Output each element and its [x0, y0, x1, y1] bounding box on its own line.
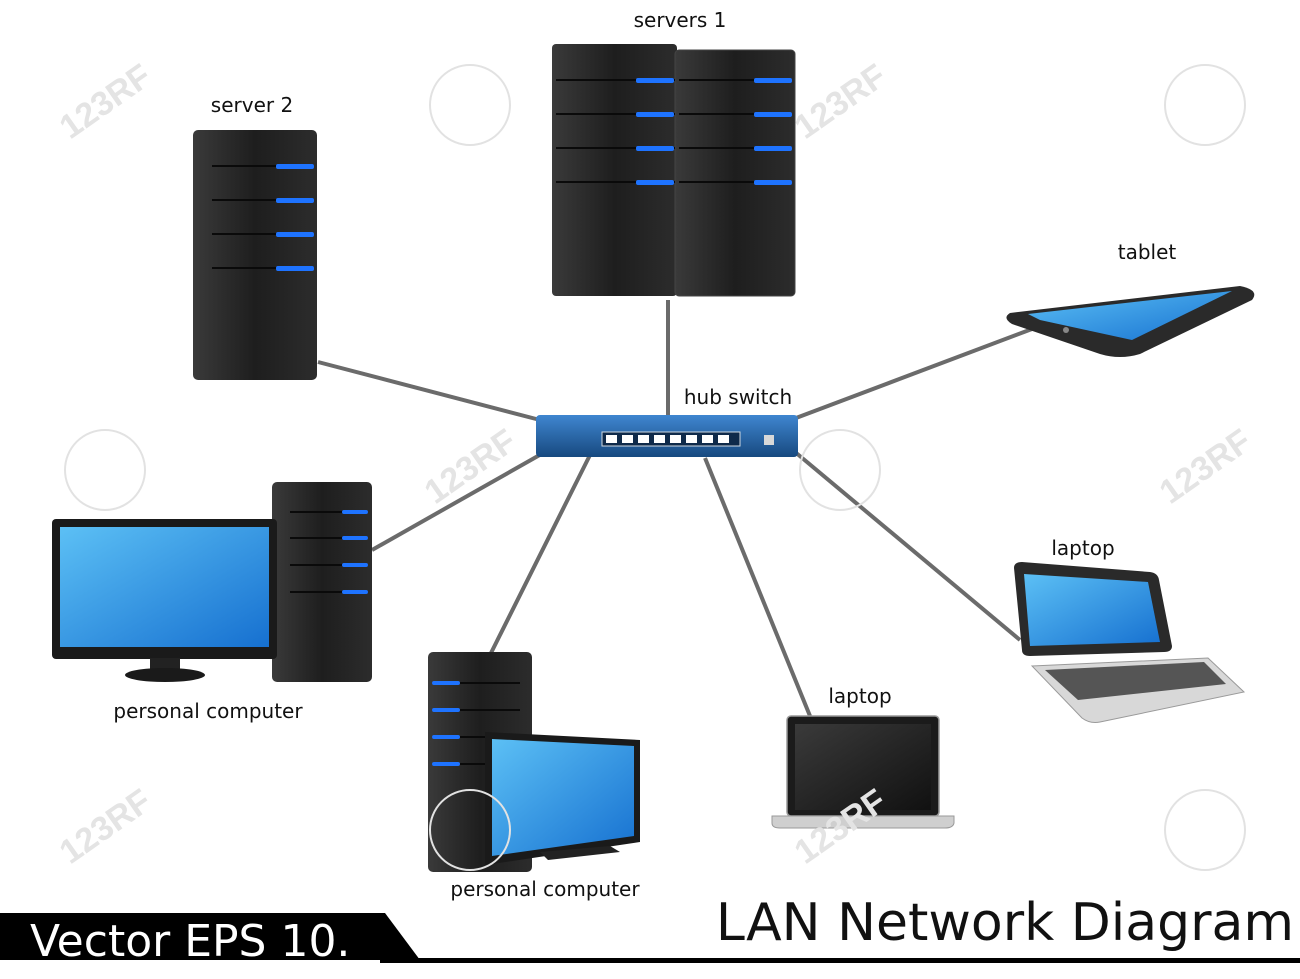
- watermark-5: 123RF: [53, 782, 158, 872]
- cable-pc-left: [371, 450, 546, 552]
- laptop-center-icon: [771, 715, 955, 829]
- label-hub-switch: hub switch: [683, 385, 793, 409]
- tablet-icon: [1006, 286, 1255, 357]
- label-laptop-center: laptop: [828, 684, 892, 708]
- laptop-right-icon: [1014, 562, 1246, 723]
- cable-pc-center: [488, 454, 592, 656]
- watermark-layer: [64, 64, 1246, 871]
- cables: [317, 300, 1041, 717]
- bottom-banner: [0, 913, 1300, 963]
- pc-center-icon: [428, 652, 640, 872]
- label-pc-left: personal computer: [113, 699, 303, 723]
- watermark-4: 123RF: [1153, 422, 1258, 512]
- cable-laptop-right: [793, 450, 1022, 642]
- cable-server-2: [317, 360, 541, 422]
- label-servers-1: servers 1: [633, 8, 727, 32]
- watermark-1: 123RF: [53, 57, 158, 147]
- server-2-icon: [193, 130, 317, 380]
- servers-1-icon: [552, 44, 796, 297]
- cable-laptop-center: [703, 457, 812, 717]
- label-tablet: tablet: [1117, 240, 1177, 264]
- pc-left-icon: [52, 482, 372, 682]
- diagram-title: LAN Network Diagram: [715, 893, 1294, 953]
- label-pc-center: personal computer: [450, 877, 640, 901]
- banner-text: Vector EPS 10.: [30, 916, 351, 967]
- label-laptop-right: laptop: [1051, 536, 1115, 560]
- watermark-3: 123RF: [418, 422, 523, 512]
- hub-switch-icon: [536, 415, 798, 457]
- watermark-2: 123RF: [788, 57, 893, 147]
- label-server-2: server 2: [210, 93, 294, 117]
- cable-tablet: [795, 324, 1041, 420]
